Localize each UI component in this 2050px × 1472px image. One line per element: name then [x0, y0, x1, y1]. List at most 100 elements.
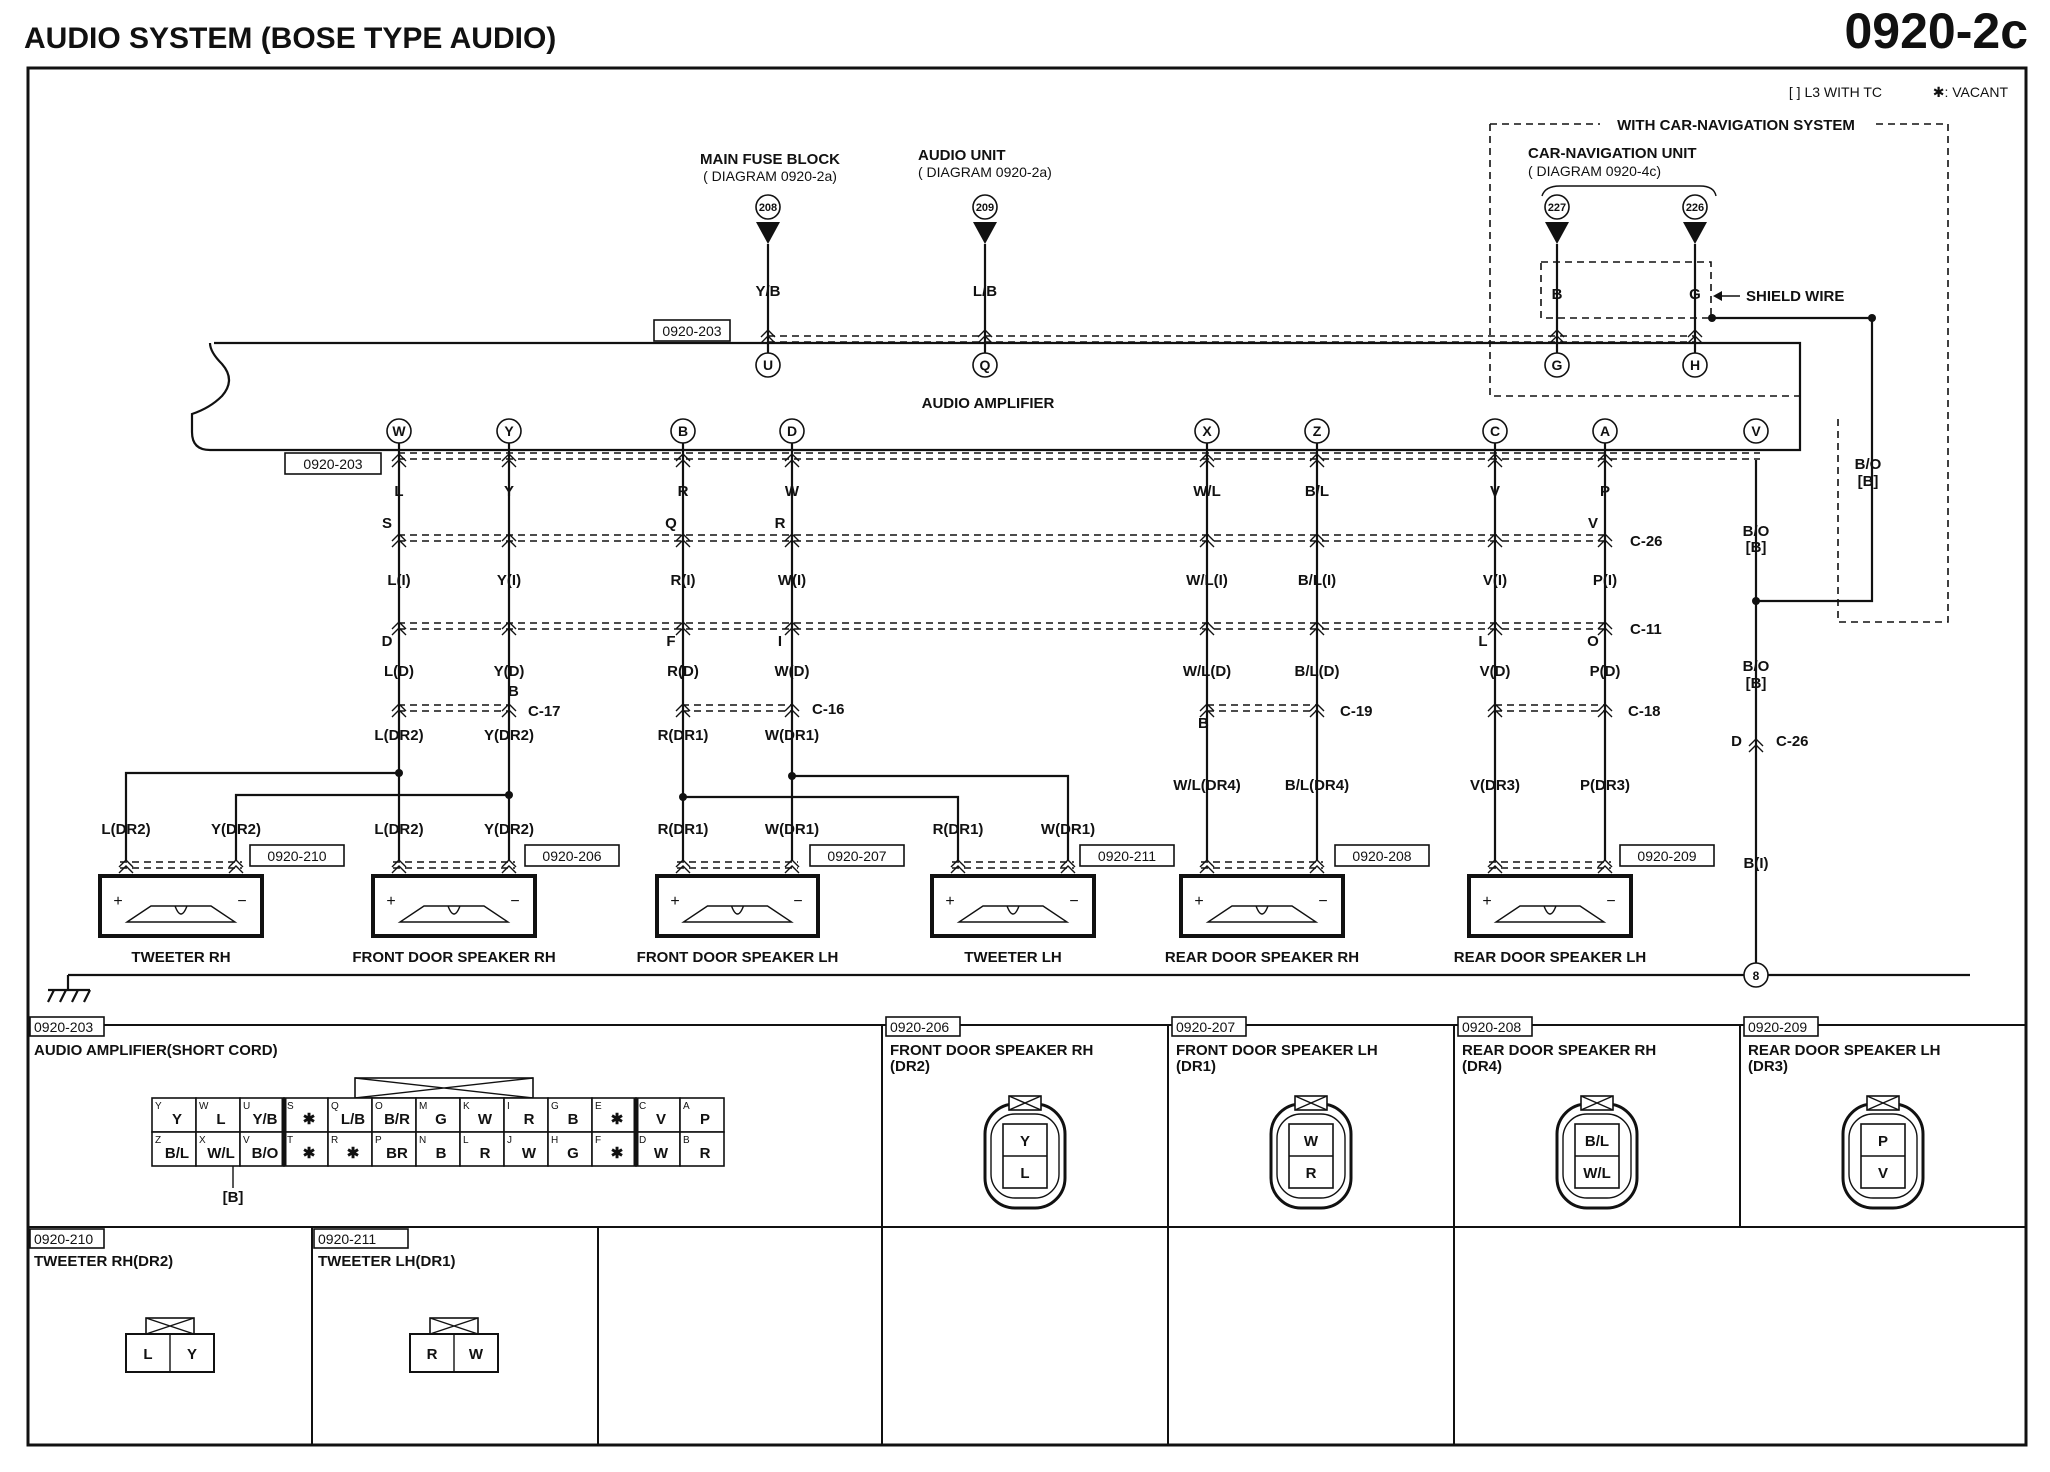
wire-dr-3: W(DR1): [765, 727, 819, 744]
c16-label: C-16: [812, 701, 845, 718]
speaker-ref-box-3: [1079, 844, 1175, 867]
spk-plus-4: +: [1194, 893, 1203, 910]
amp-arrows-3: [784, 453, 800, 468]
c26-pin-2: Q: [665, 515, 677, 532]
c203-wire-k: W: [478, 1111, 493, 1128]
wire-amp-5: B/L: [1305, 483, 1329, 500]
bo3-note: [B]: [1746, 675, 1767, 692]
spk-arrow-r-1: [501, 859, 517, 874]
spk-shield-4: [1201, 861, 1323, 869]
spk-minus-3: −: [1069, 893, 1078, 910]
audio-unit-label: AUDIO UNIT: [918, 147, 1006, 164]
spk-plus-1: +: [386, 893, 395, 910]
wire-amp-3: W: [785, 483, 800, 500]
speaker-ref-1: 0920-206: [542, 848, 601, 864]
c203-pin-h: H: [551, 1135, 558, 1146]
wire-mid-0: L(I): [387, 572, 410, 589]
c206-ref-box: [885, 1016, 961, 1037]
speaker-ref-2: 0920-207: [827, 848, 886, 864]
c11-arrows-0: [391, 621, 407, 636]
c17-shield: [398, 704, 508, 712]
shield-wire-label: SHIELD WIRE: [1746, 288, 1844, 305]
nav-unit-ref: ( DIAGRAM 0920-4c): [1528, 163, 1661, 179]
spk-cone-0: [124, 905, 238, 923]
conn-arrows-0: [391, 703, 407, 718]
c203-cell-b: [679, 1131, 725, 1167]
amp-top-shield: [768, 335, 1695, 343]
speaker-ref-box-2: [809, 844, 905, 867]
conn-arrows-3: [784, 703, 800, 718]
spk-shield-5: [1489, 861, 1611, 869]
c203-wire-n: B: [436, 1145, 447, 1162]
c208-bottom-pin: W/L: [1583, 1165, 1611, 1182]
diagram-frame: [26, 66, 2028, 1447]
splice-y: [505, 791, 513, 799]
c203-wire-t: ✱: [303, 1145, 316, 1162]
spk-arrow-r-2: [784, 859, 800, 874]
c11-pin-6: L: [1478, 633, 1487, 650]
speaker-l-wire-3: R(DR1): [933, 821, 984, 838]
legend-l3: [ ] L3 WITH TC: [1789, 84, 1882, 100]
c203-wire-b: R: [700, 1145, 711, 1162]
c211-pin-b: W: [469, 1346, 484, 1363]
c203-pin-f: F: [595, 1135, 601, 1146]
amp-bottom-pin-v: [1743, 418, 1769, 444]
c18-label: C-18: [1628, 703, 1661, 720]
c209-title: REAR DOOR SPEAKER LH: [1748, 1042, 1941, 1059]
speaker-ref-box-0: [249, 844, 345, 867]
wire-d-6: V(D): [1480, 663, 1511, 680]
conn-arrows-2: [675, 703, 691, 718]
amp-top-pin-q-label: Q: [980, 357, 991, 373]
c203-wire-p: BR: [386, 1145, 408, 1162]
c203-cell-r: [327, 1131, 373, 1167]
wire-d-3: W(D): [775, 663, 810, 680]
c203-cell-u: [239, 1097, 285, 1133]
wire-amp-2: R: [678, 483, 689, 500]
speaker-r-wire-3: W(DR1): [1041, 821, 1095, 838]
c203-pin-o: O: [375, 1101, 383, 1112]
c203-wire-j: W: [522, 1145, 537, 1162]
c209-latch-cross: [1866, 1095, 1900, 1111]
c26-arrows-4: [1199, 533, 1215, 548]
wire-dr-2: R(DR1): [658, 727, 709, 744]
c203-wire-c: V: [656, 1111, 666, 1128]
c203-wire-o: B/R: [384, 1111, 410, 1128]
ground-symbol: [47, 975, 91, 1003]
spk-minus-2: −: [793, 893, 802, 910]
c26-arrows-2: [675, 533, 691, 548]
wire-amp-7: P: [1600, 483, 1610, 500]
splice-r: [679, 793, 687, 801]
wire-dr-0: L(DR2): [374, 727, 423, 744]
c203-wire-m: G: [435, 1111, 447, 1128]
speaker-ref-5: 0920-209: [1637, 848, 1696, 864]
c203-wire-h: G: [567, 1145, 579, 1162]
nav-unit-bracket: [1541, 185, 1717, 197]
wire-mid-5: B/L(I): [1298, 572, 1336, 589]
amp-top-pin-u: [755, 352, 781, 378]
top-pin-arrows-2: [1549, 329, 1565, 344]
c17-label: C-17: [528, 703, 561, 720]
tweeter-rh-wires: [124, 771, 509, 860]
conn-arrows-7: [1597, 703, 1613, 718]
c206-ref: 0920-206: [890, 1019, 949, 1035]
c206-sub: (DR2): [890, 1058, 930, 1075]
c210-ref-box: [29, 1228, 105, 1249]
c18-shield: [1495, 704, 1605, 712]
c203-pin-s: S: [287, 1101, 294, 1112]
c203-pin-z: Z: [155, 1135, 161, 1146]
c11-pin-7: O: [1587, 633, 1599, 650]
c203-cell-j: [503, 1131, 549, 1167]
c26b-pin: D: [1731, 733, 1742, 750]
c203-pin-v: V: [243, 1135, 250, 1146]
c208-sub: (DR4): [1462, 1058, 1502, 1075]
shield-corner-node: [1868, 314, 1876, 322]
speaker-r-wire-0: Y(DR2): [211, 821, 261, 838]
c203-ref-box: [29, 1016, 105, 1037]
spk-arrow-l-0: [118, 859, 134, 874]
c11-arrows-6: [1487, 621, 1503, 636]
speaker-l-wire-0: L(DR2): [101, 821, 150, 838]
audio-unit-ref: ( DIAGRAM 0920-2a): [918, 164, 1052, 180]
wire-mid-1: Y(I): [497, 572, 521, 589]
c11-arrows-4: [1199, 621, 1215, 636]
